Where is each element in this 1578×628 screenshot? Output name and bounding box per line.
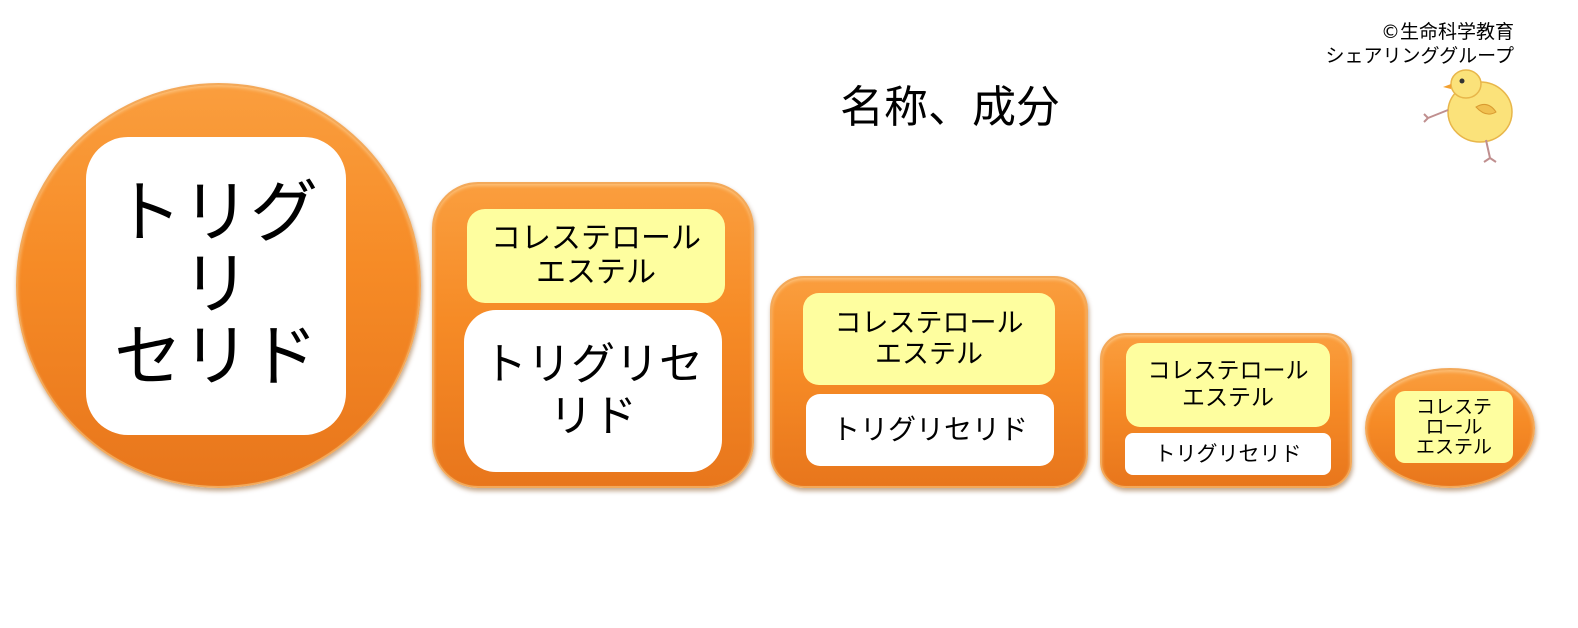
cholesterol-ester-core: コレステ ロール エステル bbox=[1395, 391, 1513, 463]
ester-label-line: コレステロール bbox=[1147, 358, 1309, 384]
lipoprotein-particle-1: トリグリ セリド bbox=[16, 83, 421, 488]
ester-label-line: エステル bbox=[536, 255, 656, 290]
copyright-line-1: ©生命科学教育 bbox=[1380, 21, 1514, 43]
lipoprotein-particle-4: コレステロール エステル トリグリセリド bbox=[1100, 333, 1352, 488]
ester-label-line: ロール bbox=[1425, 416, 1483, 438]
chick-icon bbox=[1423, 69, 1513, 163]
ester-label-line: エステル bbox=[1182, 385, 1274, 411]
triglyceride-core: トリグリセリド bbox=[1125, 433, 1331, 475]
lipoprotein-particle-2: コレステロール エステル トリグリセ リド bbox=[432, 182, 754, 488]
triglyceride-label-line: トリグリセ bbox=[483, 339, 703, 390]
triglyceride-core: トリグリセリド bbox=[806, 394, 1054, 466]
cholesterol-ester-core: コレステロール エステル bbox=[803, 293, 1055, 385]
triglyceride-label-line: リド bbox=[549, 391, 637, 442]
ester-label-line: コレステロール bbox=[834, 308, 1024, 339]
triglyceride-label-line: セリド bbox=[113, 318, 318, 397]
ester-label-line: コレステ bbox=[1415, 396, 1492, 418]
page-title: 名称、成分 bbox=[840, 82, 1060, 133]
triglyceride-label-line: トリグリセリド bbox=[1154, 441, 1302, 466]
triglyceride-label-line: トリグリセリド bbox=[831, 413, 1028, 446]
cholesterol-ester-core: コレステロール エステル bbox=[467, 209, 725, 303]
lipoprotein-particle-3: コレステロール エステル トリグリセリド bbox=[770, 276, 1088, 488]
lipoprotein-particle-5: コレステ ロール エステル bbox=[1365, 368, 1535, 488]
cholesterol-ester-core: コレステロール エステル bbox=[1126, 343, 1330, 427]
copyright-line-2: シェアリンググループ bbox=[1325, 45, 1514, 67]
triglyceride-core: トリグリセ リド bbox=[464, 310, 722, 472]
triglyceride-core: トリグリ セリド bbox=[86, 137, 346, 435]
triglyceride-label-line: トリグリ bbox=[113, 174, 318, 325]
ester-label-line: コレステロール bbox=[491, 221, 701, 256]
ester-label-line: エステル bbox=[875, 339, 983, 370]
ester-label-line: エステル bbox=[1415, 436, 1492, 458]
copyright-notice: ©生命科学教育 シェアリンググループ bbox=[1326, 20, 1514, 68]
